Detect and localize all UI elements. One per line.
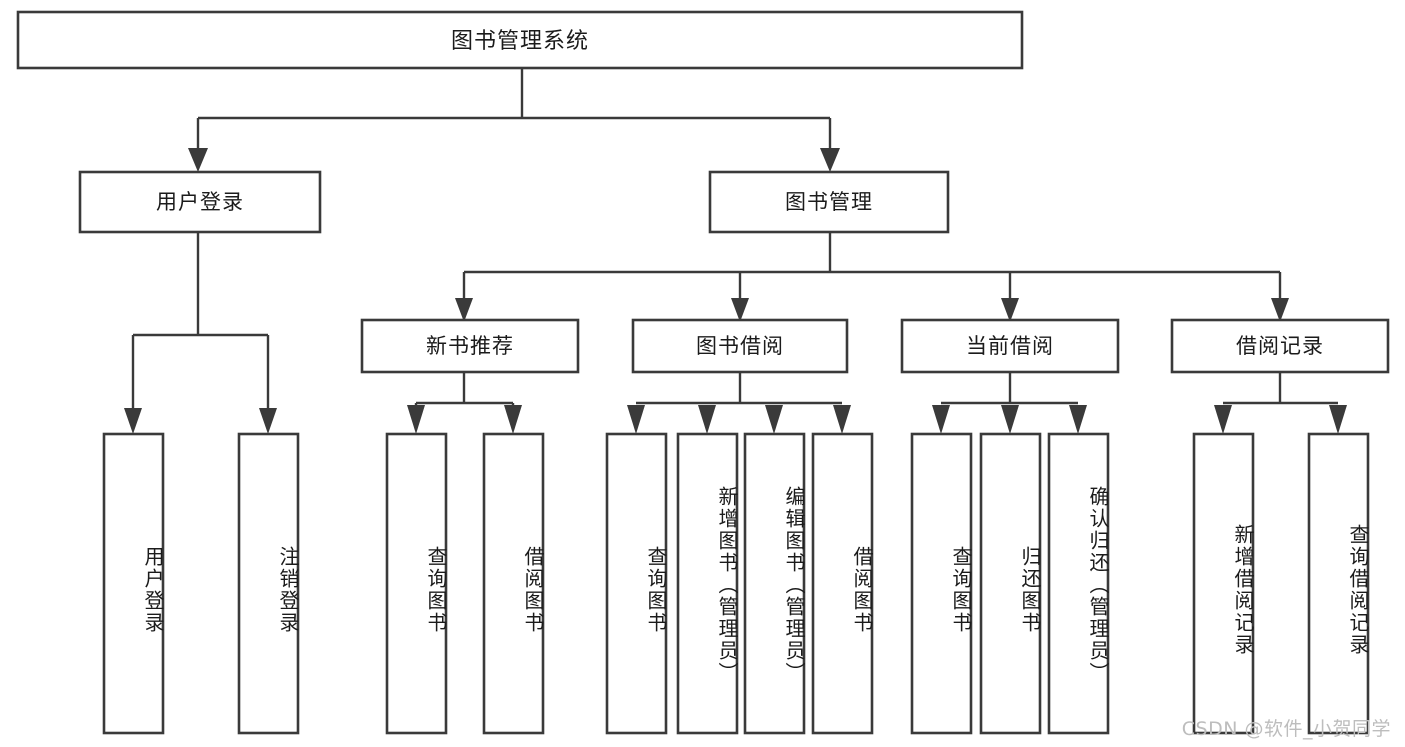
- node-root[interactable]: 图书管理系统: [16, 10, 1024, 70]
- arrow-head-leaf-nbr-1: [407, 405, 425, 434]
- node-current-borrow-box[interactable]: [900, 318, 1120, 374]
- leaf-box-group-book-borrow: [605, 432, 874, 735]
- leaf-box-user-login-2[interactable]: [237, 432, 300, 735]
- arrow-head-leaf-user-login-2: [259, 408, 277, 434]
- node-current-borrow[interactable]: 当前借阅: [900, 318, 1120, 374]
- arrow-head-book-manage: [820, 148, 840, 172]
- node-book-manage-label: 图书管理: [785, 190, 873, 214]
- node-user-login[interactable]: 用户登录: [78, 170, 322, 234]
- node-new-book-recommend-box[interactable]: [360, 318, 580, 374]
- arrow-head-current-borrow: [1001, 298, 1019, 322]
- arrow-head-leaf-bb-1: [627, 405, 645, 434]
- node-root-label: 图书管理系统: [451, 29, 589, 54]
- node-book-manage[interactable]: 图书管理: [708, 170, 950, 234]
- leaf-box-bb-3[interactable]: [743, 432, 806, 735]
- node-new-book-recommend[interactable]: 新书推荐: [360, 318, 580, 374]
- arrow-head-leaf-br-1: [1214, 405, 1232, 434]
- leaf-box-group-borrow-record: [1192, 432, 1370, 735]
- connector-group-user-login: [124, 232, 277, 434]
- node-book-borrow-box[interactable]: [631, 318, 849, 374]
- watermark-text: CSDN @软件_小贺同学: [1181, 718, 1391, 740]
- node-book-manage-box[interactable]: [708, 170, 950, 234]
- arrow-head-leaf-cb-3: [1069, 405, 1087, 434]
- node-new-book-recommend-label: 新书推荐: [426, 334, 514, 358]
- leaf-box-br-2[interactable]: [1307, 432, 1370, 735]
- arrow-head-user-login: [188, 148, 208, 172]
- arrow-head-leaf-br-2: [1329, 405, 1347, 434]
- arrow-head-leaf-bb-2: [698, 405, 716, 434]
- leaf-box-cb-3[interactable]: [1047, 432, 1110, 735]
- node-book-borrow[interactable]: 图书借阅: [631, 318, 849, 374]
- leaf-box-group-new-book-recommend: [385, 432, 545, 735]
- node-borrow-record-box[interactable]: [1170, 318, 1390, 374]
- leaf-box-bb-4[interactable]: [811, 432, 874, 735]
- connector-group-book-manage: [455, 232, 1289, 322]
- arrow-head-book-borrow: [731, 298, 749, 322]
- node-book-borrow-label: 图书借阅: [696, 334, 784, 358]
- leaf-box-nbr-2[interactable]: [482, 432, 545, 735]
- arrow-head-leaf-nbr-2: [504, 405, 522, 434]
- leaf-box-bb-1[interactable]: [605, 432, 668, 735]
- node-user-login-box[interactable]: [78, 170, 322, 234]
- leaf-box-group-user-login: [102, 432, 300, 735]
- connector-group-new-book-recommend: [407, 372, 522, 434]
- arrow-head-leaf-bb-4: [833, 405, 851, 434]
- leaf-box-nbr-1[interactable]: [385, 432, 448, 735]
- connector-group-root: [188, 68, 840, 172]
- node-root-box[interactable]: [16, 10, 1024, 70]
- connector-group-book-borrow: [627, 372, 851, 434]
- connector-group-borrow-record: [1214, 372, 1347, 434]
- leaf-box-bb-2[interactable]: [676, 432, 739, 735]
- node-borrow-record-label: 借阅记录: [1236, 334, 1324, 358]
- arrow-head-new-book-recommend: [455, 298, 473, 322]
- leaf-box-cb-2[interactable]: [979, 432, 1042, 735]
- node-borrow-record[interactable]: 借阅记录: [1170, 318, 1390, 374]
- leaf-box-group-current-borrow: [910, 432, 1110, 735]
- connector-group-current-borrow: [932, 372, 1087, 434]
- arrow-head-leaf-cb-1: [932, 405, 950, 434]
- node-user-login-label: 用户登录: [156, 190, 244, 214]
- arrow-head-borrow-record: [1271, 298, 1289, 322]
- arrow-head-leaf-cb-2: [1001, 405, 1019, 434]
- node-current-borrow-label: 当前借阅: [966, 334, 1054, 358]
- arrow-head-leaf-user-login-1: [124, 408, 142, 434]
- leaf-box-cb-1[interactable]: [910, 432, 973, 735]
- arrow-head-leaf-bb-3: [765, 405, 783, 434]
- leaf-box-br-1[interactable]: [1192, 432, 1255, 735]
- leaf-box-user-login-1[interactable]: [102, 432, 165, 735]
